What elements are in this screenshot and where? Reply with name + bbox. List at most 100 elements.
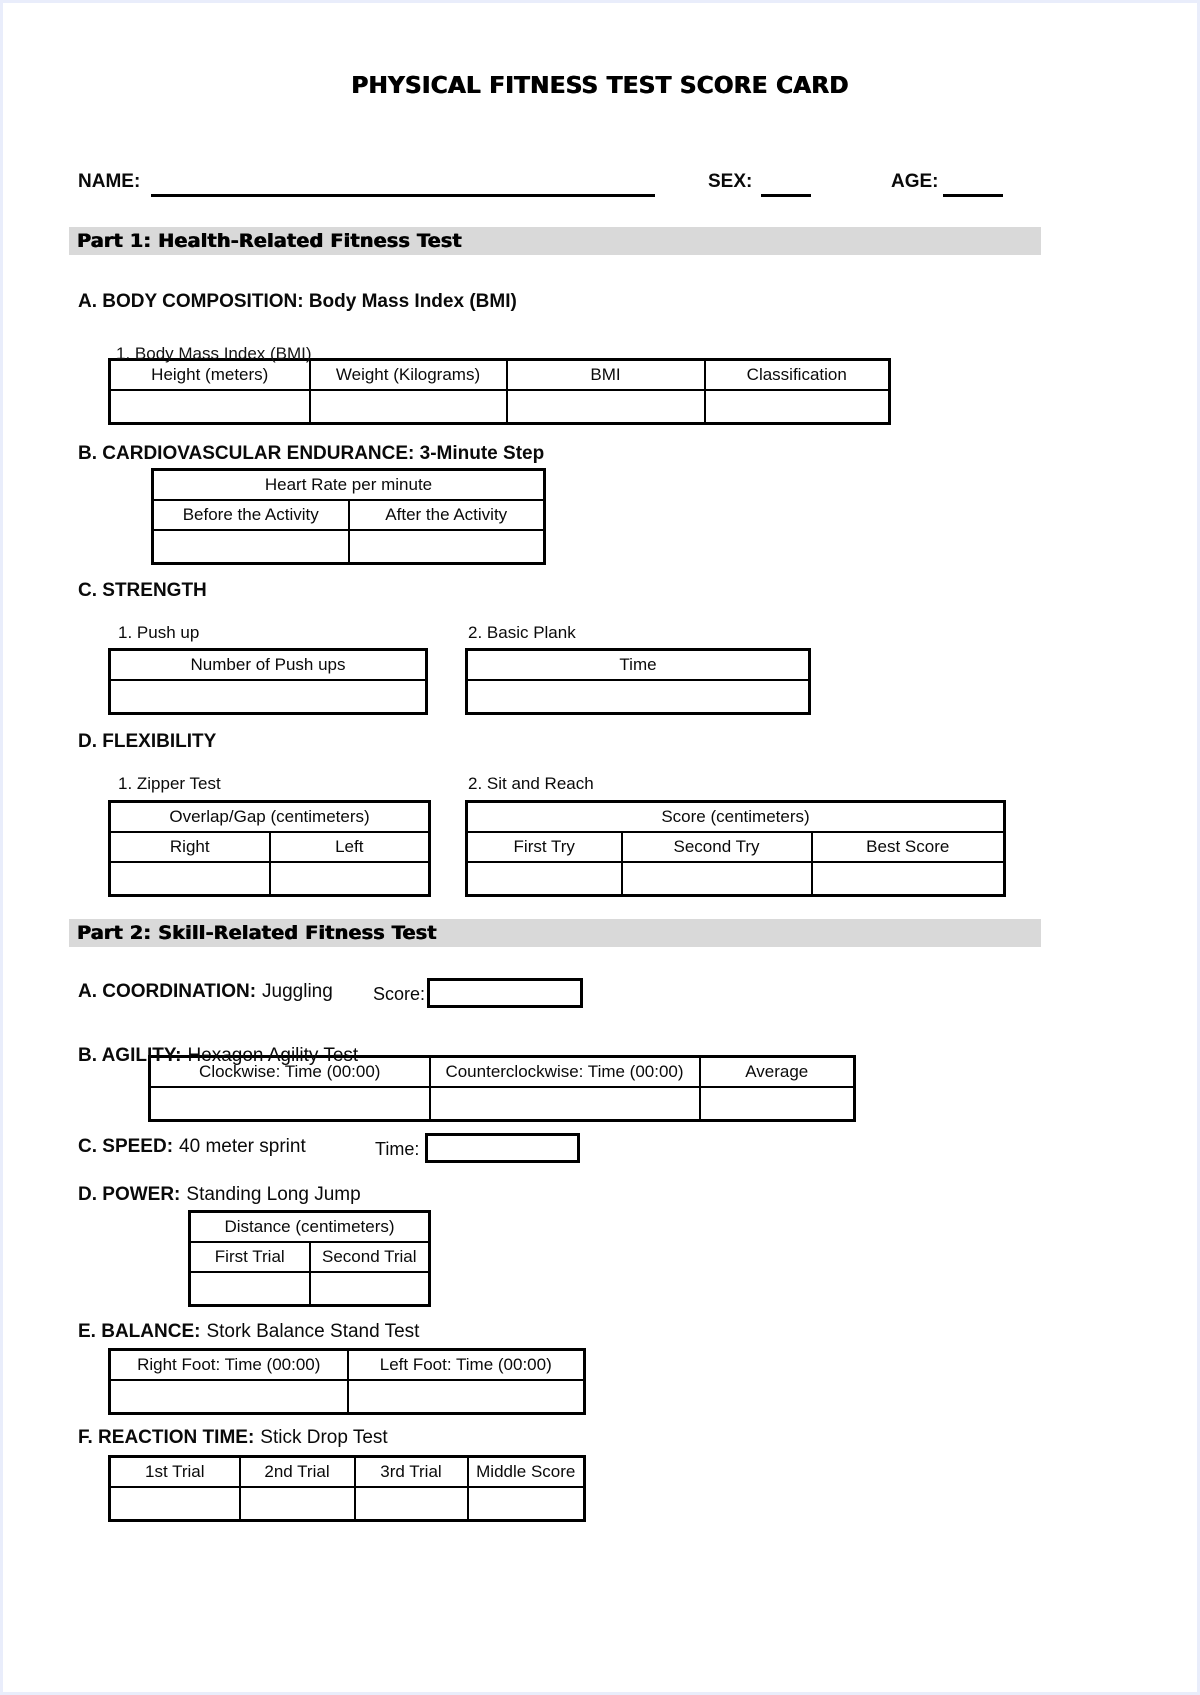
pushup-cell[interactable] xyxy=(108,679,428,715)
reaction-heading-rest: Stick Drop Test xyxy=(260,1427,388,1448)
left-foot-header: Left Foot: Time (00:00) xyxy=(346,1348,586,1381)
power-table: Distance (centimeters) First Trial Secon… xyxy=(188,1210,431,1307)
clockwise-cell[interactable] xyxy=(148,1086,431,1122)
bmi-col-weight: Weight (Kilograms) xyxy=(308,358,508,391)
balance-heading-rest: Stork Balance Stand Test xyxy=(206,1321,420,1342)
first-try-cell[interactable] xyxy=(465,861,623,897)
bmi-col-bmi: BMI xyxy=(505,358,706,391)
best-score-header: Best Score xyxy=(810,831,1006,863)
sitreach-span-header: Score (centimeters) xyxy=(465,800,1006,833)
average-cell[interactable] xyxy=(698,1086,856,1122)
trial3-cell[interactable] xyxy=(353,1486,469,1522)
coordination-score-box[interactable] xyxy=(427,978,583,1008)
balance-heading-bold: E. BALANCE: xyxy=(78,1321,201,1342)
bmi-table: Height (meters) Weight (Kilograms) BMI C… xyxy=(108,358,891,425)
strength-heading: C. STRENGTH xyxy=(78,580,207,601)
second-trial-header: Second Trial xyxy=(308,1241,431,1273)
bmi-value-cell[interactable] xyxy=(505,389,706,425)
trial2-cell[interactable] xyxy=(238,1486,356,1522)
balance-table: Right Foot: Time (00:00) Left Foot: Time… xyxy=(108,1348,586,1415)
plank-header: Time xyxy=(465,648,811,681)
bmi-overlap-note: 1. Body Mass Index (BMI) xyxy=(116,344,312,363)
coordination-heading-bold: A. COORDINATION: xyxy=(78,981,257,1002)
right-foot-cell[interactable] xyxy=(108,1379,349,1415)
agility-heading-bold: B. AGILITY: xyxy=(78,1045,182,1066)
sitreach-label: 2. Sit and Reach xyxy=(468,774,594,793)
flexibility-heading: D. FLEXIBILITY xyxy=(78,731,217,752)
bmi-col-height: Height (meters) xyxy=(108,358,311,391)
score-label: Score: xyxy=(373,984,426,1004)
zipper-left-cell[interactable] xyxy=(268,861,431,897)
power-heading: D. POWER:Standing Long Jump xyxy=(78,1184,361,1206)
after-activity-cell[interactable] xyxy=(347,529,546,565)
name-label: NAME: xyxy=(78,171,141,192)
second-try-header: Second Try xyxy=(620,831,813,863)
reaction-table: 1st Trial 2nd Trial 3rd Trial Middle Sco… xyxy=(108,1455,586,1522)
trial1-header: 1st Trial xyxy=(108,1455,241,1488)
agility-overlap-note: Hexagon Agility Test xyxy=(187,1045,359,1066)
sex-input-line[interactable] xyxy=(761,193,811,197)
average-header: Average xyxy=(698,1055,856,1088)
coordination-heading: A. COORDINATION:Juggling xyxy=(78,981,333,1003)
before-activity-cell[interactable] xyxy=(151,529,350,565)
pushup-header: Number of Push ups xyxy=(108,648,428,681)
age-label: AGE: xyxy=(891,171,939,192)
zipper-right-header: Right xyxy=(108,831,271,863)
zipper-span-header: Overlap/Gap (centimeters) xyxy=(108,800,431,833)
speed-time-box[interactable] xyxy=(425,1133,580,1163)
part2-banner: Part 2: Skill-Related Fitness Test xyxy=(69,919,1041,947)
second-trial-cell[interactable] xyxy=(308,1271,431,1307)
trial2-header: 2nd Trial xyxy=(238,1455,356,1488)
counterclockwise-cell[interactable] xyxy=(428,1086,701,1122)
time-label: Time: xyxy=(375,1139,420,1159)
heart-rate-span-header: Heart Rate per minute xyxy=(151,468,546,501)
zipper-label: 1. Zipper Test xyxy=(118,774,221,793)
part1-banner: Part 1: Health-Related Fitness Test xyxy=(69,227,1041,255)
right-foot-header: Right Foot: Time (00:00) xyxy=(108,1348,349,1381)
coordination-heading-rest: Juggling xyxy=(262,981,333,1002)
first-trial-cell[interactable] xyxy=(188,1271,311,1307)
power-heading-bold: D. POWER: xyxy=(78,1184,181,1205)
first-try-header: First Try xyxy=(465,831,623,863)
agility-heading: B. AGILITY:Hexagon Agility Test xyxy=(78,1045,358,1067)
balance-heading: E. BALANCE:Stork Balance Stand Test xyxy=(78,1321,419,1343)
agility-table: Clockwise: Time (00:00) Counterclockwise… xyxy=(148,1055,856,1122)
speed-heading: C. SPEED:40 meter sprint xyxy=(78,1136,306,1158)
pushup-label: 1. Push up xyxy=(118,623,200,642)
sex-label: SEX: xyxy=(708,171,753,192)
after-activity-header: After the Activity xyxy=(347,499,546,531)
zipper-right-cell[interactable] xyxy=(108,861,271,897)
body-composition-heading: A. BODY COMPOSITION: Body Mass Index (BM… xyxy=(78,291,517,312)
plank-label: 2. Basic Plank xyxy=(468,623,576,642)
middle-score-cell[interactable] xyxy=(466,1486,586,1522)
bmi-weight-cell[interactable] xyxy=(308,389,508,425)
name-input-line[interactable] xyxy=(151,193,655,197)
best-score-cell[interactable] xyxy=(810,861,1006,897)
before-activity-header: Before the Activity xyxy=(151,499,350,531)
page-title: PHYSICAL FITNESS TEST SCORE CARD xyxy=(351,73,849,99)
score-card-page: PHYSICAL FITNESS TEST SCORE CARD NAME: S… xyxy=(3,3,1197,1692)
zipper-left-header: Left xyxy=(268,831,431,863)
age-input-line[interactable] xyxy=(943,193,1003,197)
trial1-cell[interactable] xyxy=(108,1486,241,1522)
power-span-header: Distance (centimeters) xyxy=(188,1210,431,1243)
sitreach-table: Score (centimeters) First Try Second Try… xyxy=(465,800,1007,897)
second-try-cell[interactable] xyxy=(620,861,813,897)
pushup-table: Number of Push ups xyxy=(108,648,428,715)
middle-score-header: Middle Score xyxy=(466,1455,586,1488)
heart-rate-table: Heart Rate per minute Before the Activit… xyxy=(151,468,546,565)
reaction-heading-bold: F. REACTION TIME: xyxy=(78,1427,255,1448)
cardio-heading: B. CARDIOVASCULAR ENDURANCE: 3-Minute St… xyxy=(78,443,545,464)
bmi-classification-cell[interactable] xyxy=(703,389,891,425)
plank-cell[interactable] xyxy=(465,679,811,715)
bmi-col-classification: Classification xyxy=(703,358,891,391)
counterclockwise-header: Counterclockwise: Time (00:00) xyxy=(428,1055,701,1088)
bmi-height-cell[interactable] xyxy=(108,389,311,425)
zipper-table: Overlap/Gap (centimeters) Right Left xyxy=(108,800,432,897)
reaction-heading: F. REACTION TIME:Stick Drop Test xyxy=(78,1427,388,1449)
power-heading-rest: Standing Long Jump xyxy=(186,1184,361,1205)
speed-heading-bold: C. SPEED: xyxy=(78,1136,174,1157)
plank-table: Time xyxy=(465,648,811,715)
left-foot-cell[interactable] xyxy=(346,1379,586,1415)
speed-heading-rest: 40 meter sprint xyxy=(179,1136,306,1157)
